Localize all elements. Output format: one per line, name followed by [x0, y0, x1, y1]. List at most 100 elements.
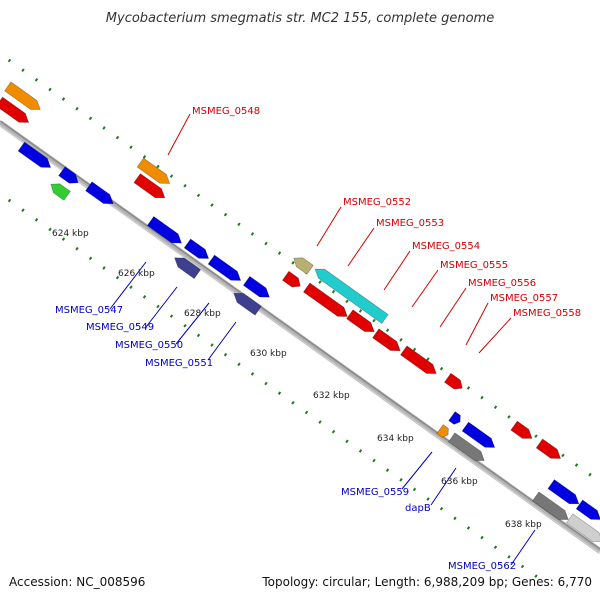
ruler-label: 634 kbp — [377, 434, 414, 444]
label-leaders — [109, 113, 536, 566]
gene-arrow[interactable] — [566, 513, 600, 546]
label-leader-line — [465, 302, 489, 346]
gene-label-msmeg-0554[interactable]: MSMEG_0554 — [412, 241, 480, 252]
gene-arrow[interactable] — [448, 411, 464, 427]
ruler-tick — [561, 453, 565, 458]
ruler-label: 630 kbp — [250, 349, 287, 359]
gene-label-msmeg-0547[interactable]: MSMEG_0547 — [55, 305, 123, 316]
ruler-tick — [34, 78, 39, 82]
gene-arrow[interactable] — [58, 166, 82, 188]
gene-label-msmeg-0559[interactable]: MSMEG_0559 — [341, 487, 409, 498]
ruler-tick — [399, 338, 403, 342]
gene-label-msmeg-0562[interactable]: MSMEG_0562 — [448, 561, 516, 572]
ruler-tick — [264, 381, 268, 386]
ruler-tick — [156, 304, 160, 309]
ruler-tick — [345, 439, 349, 444]
ruler-tick — [399, 478, 403, 482]
label-leader-line — [167, 113, 191, 156]
ruler-tick — [169, 314, 174, 318]
ruler-tick — [291, 400, 295, 405]
gene-arrow[interactable] — [133, 173, 168, 203]
ruler-tick — [115, 275, 120, 280]
ruler-tick — [372, 318, 376, 323]
gene-arrow[interactable] — [231, 289, 262, 316]
gene-arrow[interactable] — [535, 438, 564, 463]
gene-arrow[interactable] — [136, 157, 173, 188]
gene-label-msmeg-0548[interactable]: MSMEG_0548 — [192, 106, 260, 117]
gene-arrow[interactable] — [510, 420, 535, 443]
gene-arrow[interactable] — [448, 432, 488, 465]
gene-label-msmeg-0558[interactable]: MSMEG_0558 — [513, 308, 581, 319]
gene-arrow[interactable] — [444, 372, 465, 392]
gene-arrow[interactable] — [303, 282, 350, 321]
ruler-tick — [507, 415, 511, 419]
gene-arrow[interactable] — [461, 421, 498, 452]
ruler-tick — [493, 405, 498, 410]
ruler-tick — [129, 145, 133, 150]
gene-arrow[interactable] — [242, 275, 272, 301]
ruler-tick — [129, 285, 133, 290]
gene-label-msmeg-0549[interactable]: MSMEG_0549 — [86, 322, 154, 333]
label-leader-line — [145, 286, 178, 328]
gene-arrow[interactable] — [400, 345, 440, 378]
gene-arrow[interactable] — [17, 141, 54, 172]
ruler-tick — [183, 323, 187, 328]
ruler-tick — [412, 487, 417, 492]
gene-label-msmeg-0556[interactable]: MSMEG_0556 — [468, 278, 536, 289]
ruler-tick — [196, 193, 201, 198]
ruler-label: 626 kbp — [118, 269, 155, 279]
gene-label-msmeg-0557[interactable]: MSMEG_0557 — [490, 293, 558, 304]
accession-text: Accession: NC_008596 — [9, 575, 145, 589]
ruler-tick — [88, 116, 93, 121]
ruler-tick — [34, 218, 39, 222]
ruler-tick — [196, 333, 201, 338]
gene-label-msmeg-0550[interactable]: MSMEG_0550 — [115, 340, 183, 351]
gene-arrow[interactable] — [282, 270, 303, 290]
ruler-tick — [304, 410, 309, 415]
ruler-tick — [277, 251, 282, 255]
gene-label-msmeg-0552[interactable]: MSMEG_0552 — [343, 197, 411, 208]
gene-arrow[interactable] — [346, 309, 378, 336]
gene-arrow[interactable] — [547, 479, 582, 509]
ruler-tick — [480, 535, 484, 540]
label-leader-line — [207, 321, 237, 361]
gene-arrow[interactable] — [436, 424, 452, 440]
ruler-label: 638 kbp — [505, 520, 542, 530]
ruler-tick — [372, 458, 376, 463]
ruler-tick — [291, 260, 295, 265]
gene-arrow[interactable] — [146, 216, 184, 247]
ruler-tick — [439, 366, 444, 371]
ruler-tick — [75, 246, 79, 251]
ruler-tick — [61, 237, 66, 241]
gene-arrow[interactable] — [291, 254, 314, 275]
gene-arrow[interactable] — [85, 181, 117, 208]
ruler-tick — [142, 295, 147, 299]
ruler-tick — [466, 526, 471, 530]
label-leader-line — [109, 261, 147, 310]
ruler-tick — [88, 256, 93, 261]
gene-arrow[interactable] — [48, 180, 71, 201]
ruler-tick — [318, 280, 322, 284]
ruler-tick — [412, 347, 417, 352]
gene-label-msmeg-0555[interactable]: MSMEG_0555 — [440, 260, 508, 271]
ruler-tick — [250, 232, 255, 236]
ruler-tick — [61, 97, 66, 101]
gene-label-msmeg-0551[interactable]: MSMEG_0551 — [145, 358, 213, 369]
label-leader-line — [383, 250, 411, 291]
gene-arrow[interactable] — [183, 238, 212, 263]
gene-arrow[interactable] — [0, 96, 32, 127]
gene-arrow[interactable] — [372, 328, 404, 355]
gene-label-msmeg-0553[interactable]: MSMEG_0553 — [376, 218, 444, 229]
gene-label-dapb[interactable]: dapB — [405, 503, 431, 514]
ruler-tick — [385, 328, 390, 333]
ruler-tick — [183, 183, 187, 188]
gene-arrow[interactable] — [171, 253, 202, 280]
gene-arrow[interactable] — [207, 254, 244, 285]
gene-arrow[interactable] — [575, 499, 600, 524]
gene-arrow[interactable] — [532, 491, 572, 524]
gene-arrow[interactable] — [312, 265, 389, 324]
ruler-tick — [102, 266, 106, 270]
ruler-tick — [331, 289, 336, 294]
ruler-tick — [453, 516, 457, 521]
gene-arrow[interactable] — [4, 81, 44, 114]
